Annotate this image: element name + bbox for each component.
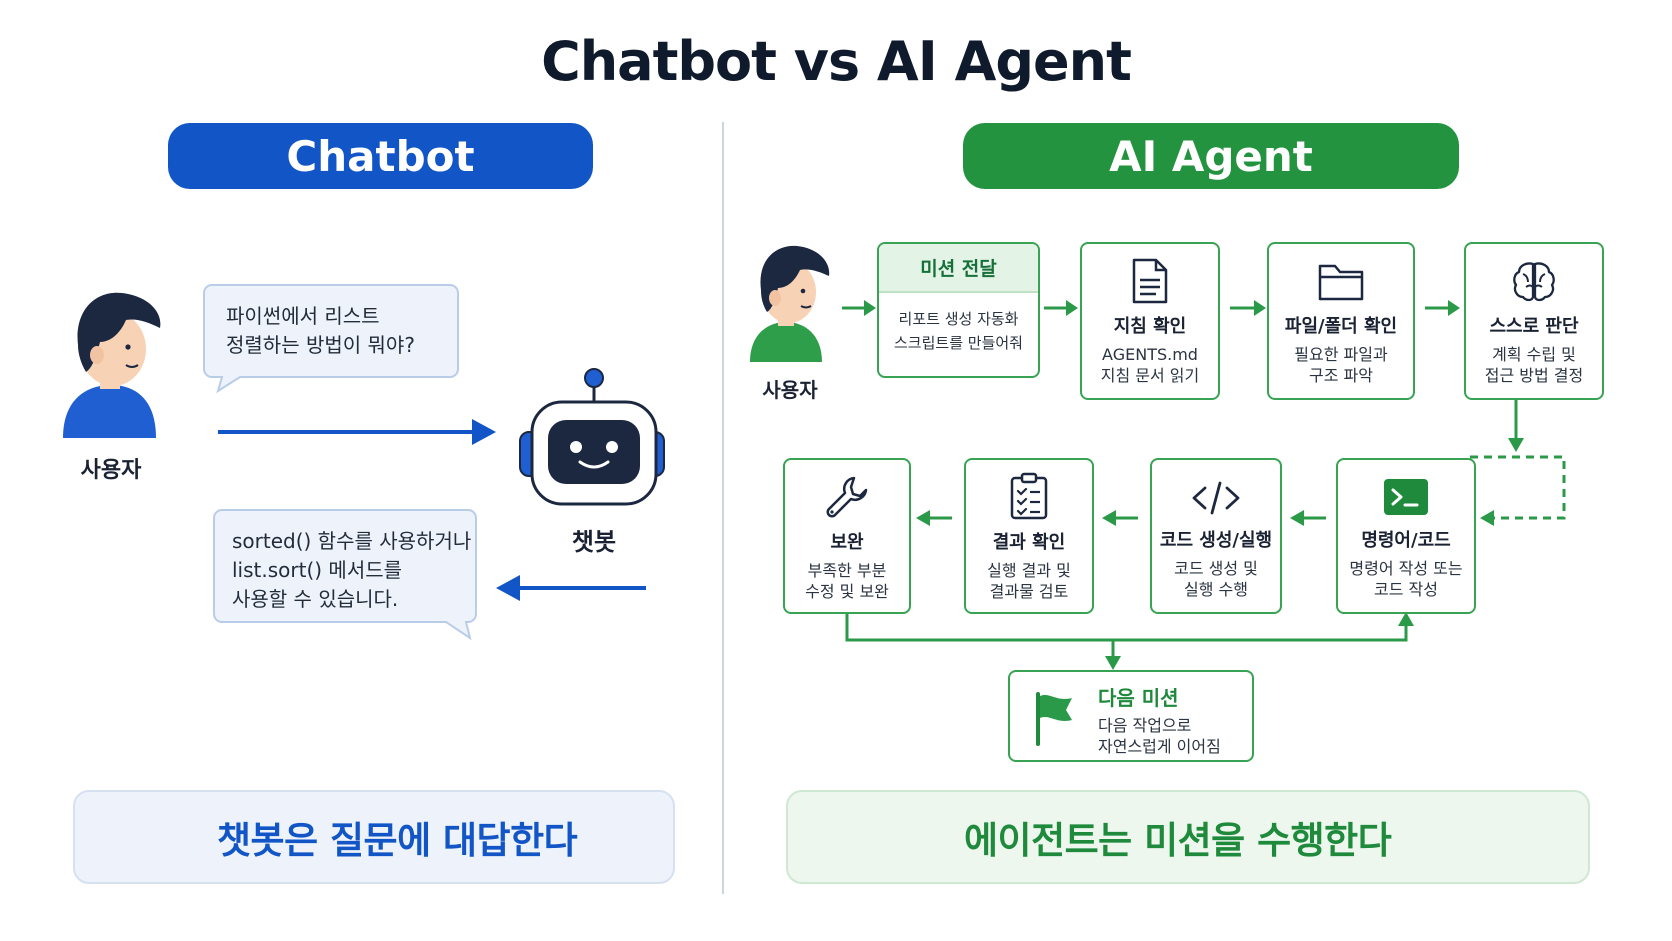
terminal-icon bbox=[1338, 478, 1474, 516]
step-desc-line: 실행 수행 bbox=[1184, 580, 1248, 599]
agent-summary: 에이전트는 미션을 수행한다 bbox=[786, 790, 1590, 884]
step-desc: 명령어 작성 또는 코드 작성 bbox=[1338, 558, 1474, 600]
chatbot-user-avatar bbox=[63, 292, 161, 438]
next-mission-desc: 다음 작업으로 자연스럽게 이어짐 bbox=[1098, 715, 1221, 757]
code-icon bbox=[1152, 480, 1280, 516]
step-desc: 실행 결과 및 결과물 검토 bbox=[966, 560, 1092, 602]
step-desc-line: 수정 및 보완 bbox=[805, 582, 889, 601]
robot-icon bbox=[519, 368, 665, 506]
step-title: 스스로 판단 bbox=[1489, 316, 1579, 337]
step-desc-line: 접근 방법 결정 bbox=[1484, 366, 1584, 385]
flag-icon bbox=[1034, 692, 1074, 750]
flow-arrows-bottom bbox=[916, 510, 1326, 526]
step-desc-line: 명령어 작성 또는 bbox=[1349, 559, 1463, 578]
next-mission-box: 다음 미션 다음 작업으로 자연스럽게 이어짐 bbox=[1008, 670, 1254, 762]
agent-user-avatar bbox=[750, 245, 830, 362]
agent-summary-text: 에이전트는 미션을 수행한다 bbox=[964, 819, 1392, 862]
chatbot-user-label: 사용자 bbox=[80, 458, 142, 483]
mission-desc: 리포트 생성 자동화 스크립트를 만들어줘 bbox=[879, 307, 1038, 355]
wrench-icon bbox=[785, 474, 909, 520]
agent-user-label: 사용자 bbox=[762, 378, 818, 402]
step-title: 코드 생성/실행 bbox=[1159, 530, 1273, 551]
flow-arrow-dashed bbox=[1470, 455, 1566, 526]
flow-arrows-top bbox=[842, 300, 1460, 316]
step-desc: AGENTS.md 지침 문서 읽기 bbox=[1082, 344, 1218, 386]
step-desc-line: AGENTS.md bbox=[1102, 345, 1198, 364]
bot-reply-line: sorted() 함수를 사용하거나 bbox=[232, 529, 472, 553]
step-files: 파일/폴더 확인 필요한 파일과 구조 파악 bbox=[1267, 242, 1415, 400]
step-desc-line: 실행 결과 및 bbox=[987, 561, 1071, 580]
next-mission-desc-line: 자연스럽게 이어짐 bbox=[1098, 737, 1221, 756]
next-mission-content: 다음 미션 다음 작업으로 자연스럽게 이어짐 bbox=[1098, 682, 1221, 757]
step-results: 결과 확인 실행 결과 및 결과물 검토 bbox=[964, 458, 1094, 614]
step-title: 명령어/코드 bbox=[1361, 530, 1451, 551]
step-desc-line: 계획 수립 및 bbox=[1492, 345, 1576, 364]
step-command: 명령어/코드 명령어 작성 또는 코드 작성 bbox=[1336, 458, 1476, 614]
chatbot-header: Chatbot bbox=[168, 123, 593, 189]
chatbot-summary: 챗봇은 질문에 대답한다 bbox=[73, 790, 675, 884]
folder-icon bbox=[1269, 260, 1413, 302]
step-desc-line: 지침 문서 읽기 bbox=[1100, 366, 1200, 385]
bot-reply-bubble bbox=[213, 509, 477, 641]
step-desc-line: 필요한 파일과 bbox=[1294, 345, 1388, 364]
step-desc: 필요한 파일과 구조 파악 bbox=[1269, 344, 1413, 386]
user-message: 파이썬에서 리스트 정렬하는 방법이 뭐야? bbox=[226, 302, 456, 360]
step-desc: 코드 생성 및 실행 수행 bbox=[1152, 558, 1280, 600]
bot-reply-line: list.sort() 메서드를 bbox=[232, 558, 403, 582]
step-desc-line: 코드 작성 bbox=[1374, 580, 1438, 599]
step-title: 파일/폴더 확인 bbox=[1284, 316, 1398, 337]
section-divider bbox=[722, 122, 724, 894]
page-title: Chatbot vs AI Agent bbox=[541, 30, 1132, 93]
bot-reply: sorted() 함수를 사용하거나 list.sort() 메서드를 사용할 … bbox=[232, 527, 477, 614]
user-message-bubble bbox=[203, 284, 459, 394]
step-desc: 계획 수립 및 접근 방법 결정 bbox=[1466, 344, 1602, 386]
step-title: 결과 확인 bbox=[992, 532, 1066, 553]
flow-arrow-down bbox=[1508, 400, 1524, 452]
step-desc-line: 부족한 부분 bbox=[807, 561, 887, 580]
bot-reply-line: 사용할 수 있습니다. bbox=[232, 587, 399, 611]
bot-label: 챗봇 bbox=[571, 528, 617, 556]
step-improve: 보완 부족한 부분 수정 및 보완 bbox=[783, 458, 911, 614]
brain-icon bbox=[1466, 260, 1602, 302]
step-desc-line: 결과물 검토 bbox=[989, 582, 1069, 601]
agent-header: AI Agent bbox=[963, 123, 1459, 189]
next-mission-desc-line: 다음 작업으로 bbox=[1098, 716, 1192, 735]
next-mission-title: 다음 미션 bbox=[1098, 686, 1179, 710]
step-title: 보완 bbox=[830, 532, 864, 553]
step-desc-line: 코드 생성 및 bbox=[1174, 559, 1258, 578]
step-title: 지침 확인 bbox=[1113, 316, 1187, 337]
step-code: 코드 생성/실행 코드 생성 및 실행 수행 bbox=[1150, 458, 1282, 614]
mission-title: 미션 전달 bbox=[879, 244, 1038, 293]
mission-box: 미션 전달 리포트 생성 자동화 스크립트를 만들어줘 bbox=[877, 242, 1040, 378]
step-desc-line: 구조 파악 bbox=[1309, 366, 1373, 385]
feedback-loop bbox=[845, 612, 1414, 670]
mission-desc-line: 스크립트를 만들어줘 bbox=[894, 334, 1023, 352]
step-judgement: 스스로 판단 계획 수립 및 접근 방법 결정 bbox=[1464, 242, 1604, 400]
chatbot-summary-text: 챗봇은 질문에 대답한다 bbox=[217, 819, 578, 862]
user-message-line: 파이썬에서 리스트 bbox=[226, 304, 380, 328]
document-icon bbox=[1082, 258, 1218, 304]
user-message-line: 정렬하는 방법이 뭐야? bbox=[226, 333, 415, 357]
checklist-icon bbox=[966, 472, 1092, 520]
step-desc: 부족한 부분 수정 및 보완 bbox=[785, 560, 909, 602]
mission-desc-line: 리포트 생성 자동화 bbox=[898, 310, 1019, 328]
step-guidelines: 지침 확인 AGENTS.md 지침 문서 읽기 bbox=[1080, 242, 1220, 400]
